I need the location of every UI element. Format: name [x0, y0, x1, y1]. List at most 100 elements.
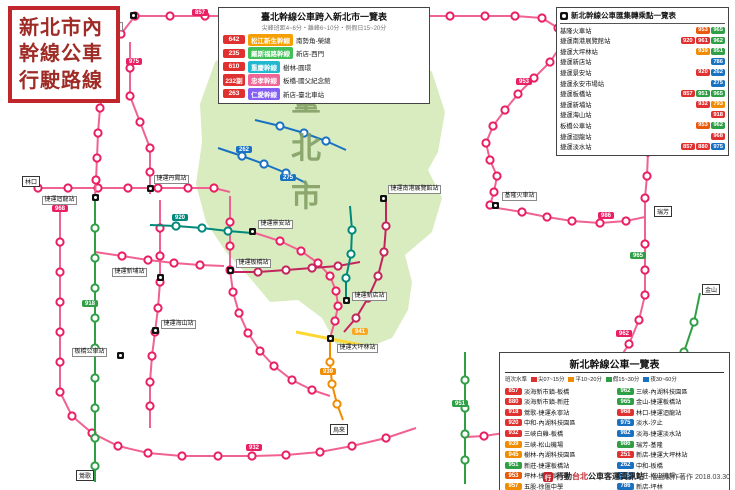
trunk-name-chip: 仁愛幹線	[248, 87, 280, 100]
credit-brand-highlight: 台北	[572, 472, 588, 481]
route-endpoints: 板橋-國父紀念館	[283, 78, 331, 85]
route-chip-group: 786	[711, 58, 725, 66]
route-chip: 880	[696, 143, 710, 151]
frequency-legend-item: 假15~30分	[605, 375, 639, 383]
credit-line: 行 行動台北公車客運資訊站 版面製作著作 2018.03.30	[543, 471, 730, 482]
route-name: 中和-內湖科技園區	[524, 420, 576, 428]
route-chip: 962	[711, 37, 725, 45]
station-name: 捷運景安站	[560, 69, 592, 77]
transfer-row: 捷運新店站 786	[560, 57, 725, 66]
route-line	[33, 183, 231, 193]
route-chip: 961	[696, 37, 710, 45]
route-number-badge: 263	[223, 89, 245, 98]
metro-icon	[560, 11, 568, 20]
route-chip: 939	[696, 47, 710, 55]
taipei-city-label: 臺北市	[286, 84, 319, 228]
route-name: 瑞芳-基隆	[636, 441, 663, 449]
route-name: 新莊-松山機場	[636, 473, 676, 481]
route-list-table: 新北幹線公車一覽表 班次水準 尖07~15分平10~20分假15~30分夜30~…	[499, 352, 730, 490]
route-name: 淡海新市鎮-新莊	[524, 399, 570, 407]
route-number-badge: 986	[617, 440, 634, 448]
route-name: 三峽-內湖科技園區	[636, 388, 688, 396]
credit-note: 版面製作著作 2018.03.30	[651, 473, 730, 481]
route-chip: 275	[711, 79, 725, 87]
route-line	[325, 340, 344, 421]
route-name: 五股-徐匯中學	[524, 483, 564, 490]
credit-brand-suffix: 公車客運資訊站	[588, 472, 644, 481]
frequency-color-swatch	[643, 376, 650, 382]
route-endpoints: 新店-臺北車站	[283, 91, 325, 99]
route-name: 新店-捷運大坪林站	[636, 452, 688, 460]
route-line	[343, 200, 391, 333]
route-name: 樹林-內湖科技園區	[524, 452, 576, 460]
station-name: 捷運大坪林站	[560, 48, 598, 56]
route-chip: 857	[680, 90, 695, 98]
route-chip: 920	[696, 68, 710, 76]
route-chip: 975	[711, 143, 725, 151]
route-chip: 968	[711, 132, 725, 140]
route-number-badge: 251	[617, 451, 634, 459]
route-number-badge: 275	[617, 472, 634, 480]
route-line	[55, 212, 417, 461]
poster-title-line: 幹線公車	[19, 43, 103, 66]
frequency-legend: 班次水準 尖07~15分平10~20分假15~30分夜30~60分	[505, 375, 724, 383]
route-line	[225, 196, 331, 397]
frequency-label: 尖07~15分	[538, 377, 565, 383]
frequency-color-swatch	[531, 376, 538, 382]
route-number-badge: 857	[505, 387, 522, 395]
route-number-badge: 880	[505, 398, 522, 406]
route-endpoints: 新店-西門	[296, 51, 325, 58]
route-chip: 951	[696, 90, 710, 98]
route-line	[94, 251, 225, 270]
poster-title-line: 新北市內	[19, 17, 103, 39]
route-chip: 953	[696, 121, 710, 129]
station-name: 捷運新店站	[560, 59, 592, 67]
route-chip: 857	[680, 143, 695, 151]
route-line	[496, 207, 646, 228]
route-chip-group: 275	[711, 79, 725, 87]
trunk-name-chip: 忠孝幹線	[248, 74, 280, 86]
route-number-badge: 939	[505, 440, 522, 448]
route-name: 淡水-汐止	[636, 420, 663, 428]
route-chip: 932	[696, 100, 710, 108]
route-endpoints: 南勢角-榮總	[296, 37, 331, 45]
route-line	[125, 42, 155, 194]
route-number-badge: 968	[617, 408, 634, 416]
route-name: 三峽-松山機場	[524, 441, 564, 449]
station-name: 基隆火車站	[560, 27, 592, 35]
route-chip: 965	[711, 26, 725, 34]
trunk-route-lines-teal	[149, 205, 357, 300]
route-table-title: 新北幹線公車一覽表	[505, 356, 724, 373]
route-number-badge: 920	[505, 419, 522, 427]
station-name: 捷運永安市場站	[560, 80, 605, 88]
trunk-name-chip: 羅斯福路幹線	[248, 47, 293, 59]
route-chip-group: 918	[711, 111, 725, 119]
route-line	[149, 221, 253, 236]
route-number-badge: 932	[505, 429, 522, 437]
route-chip: 965	[711, 90, 725, 98]
route-number-badge: 957	[505, 482, 522, 490]
route-number-badge: 918	[505, 408, 522, 416]
station-name: 捷運淡水站	[560, 144, 592, 152]
